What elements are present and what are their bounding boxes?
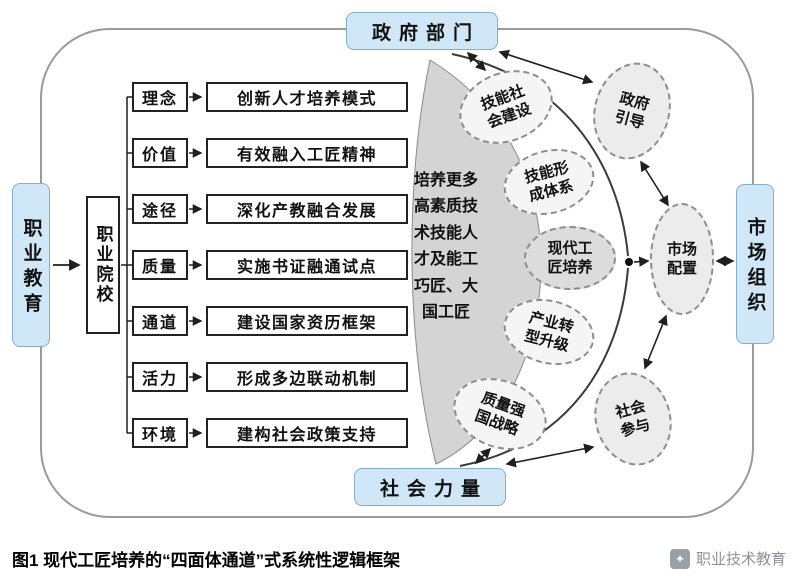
node-government-department: 政府部门 — [346, 12, 498, 50]
ellipse-modern-craftsman: 现代工匠培养 — [524, 226, 616, 290]
dimension-key-box: 质量 — [132, 250, 188, 280]
dimension-key-box: 环境 — [132, 418, 188, 448]
dimension-measure-box: 深化产教融合发展 — [206, 194, 408, 224]
dimension-key-box: 价值 — [132, 138, 188, 168]
dimension-measure-box: 建设国家资历框架 — [206, 306, 408, 336]
journal-name: 职业技术教育 — [695, 551, 786, 568]
core-cultivation-text: 培养更多高素质技术技能人才及能工巧匠、大国工匠 — [413, 172, 478, 321]
connector-layer — [53, 49, 735, 468]
dimension-key-box: 通道 — [132, 306, 188, 336]
node-vocational-college: 职业院校 — [86, 196, 120, 334]
journal-watermark: ✦ 职业技术教育 — [669, 548, 786, 569]
dimension-key-box: 活力 — [132, 362, 188, 392]
node-social-forces: 社会力量 — [354, 468, 506, 506]
dimension-measure-box: 实施书证融通试点 — [206, 250, 408, 280]
dimension-measure-box: 有效融入工匠精神 — [206, 138, 408, 168]
dimension-measure-box: 形成多边联动机制 — [206, 362, 408, 392]
figure-footer: 图1 现代工匠培养的“四面体通道”式系统性逻辑框架 ✦ 职业技术教育 — [0, 532, 798, 585]
node-vocational-education: 职业教育 — [12, 183, 50, 347]
dimension-measure-box: 建构社会政策支持 — [206, 418, 408, 448]
channel-upper-arc — [451, 53, 629, 257]
dimension-measure-box: 创新人才培养模式 — [206, 82, 408, 112]
journal-logo-icon: ✦ — [669, 548, 690, 569]
dimension-key-box: 途径 — [132, 194, 188, 224]
channel-lower-arc — [459, 267, 629, 467]
convergence-dot — [625, 258, 633, 266]
dimension-key-box: 理念 — [132, 82, 188, 112]
figure-caption: 图1 现代工匠培养的“四面体通道”式系统性逻辑框架 — [12, 551, 401, 570]
ellipse-market-allocation: 市场配置 — [650, 203, 714, 315]
diagram-area: 政府部门 社会力量 职业教育 市场组织 职业院校 理念 价值 途径 质量 通道 … — [12, 12, 774, 518]
node-market-organization: 市场组织 — [736, 184, 774, 344]
